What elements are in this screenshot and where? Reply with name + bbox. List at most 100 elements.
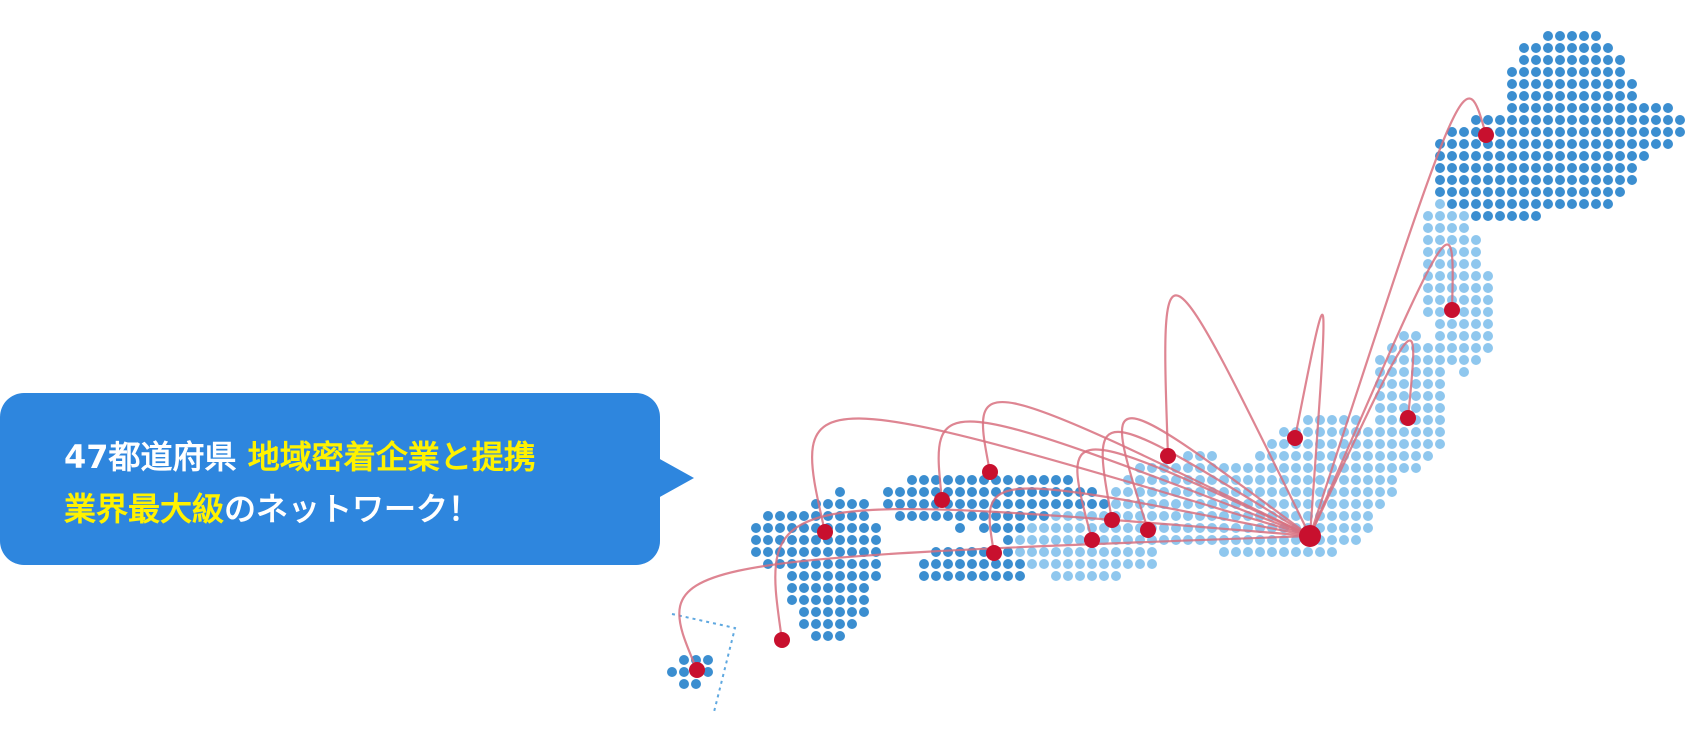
map-dot [1567,31,1577,41]
map-dot-grid [667,31,1685,689]
connection-arcs [678,97,1488,671]
map-dot [1303,439,1313,449]
map-dot [1063,559,1073,569]
map-dot [1039,547,1049,557]
map-dot [1447,211,1457,221]
map-dot [919,499,929,509]
map-dot [1411,391,1421,401]
map-dot [1471,331,1481,341]
map-dot [907,487,917,497]
map-dot [1003,523,1013,533]
map-dot [1663,127,1673,137]
map-dot [1027,547,1037,557]
map-dot [1483,151,1493,161]
map-dot [1231,535,1241,545]
map-dot [1471,139,1481,149]
map-dot [1339,535,1349,545]
map-dot [1243,535,1253,545]
map-dot [1435,187,1445,197]
map-dot [1351,523,1361,533]
map-dot [1615,103,1625,113]
map-dot [1459,295,1469,305]
map-dot [1447,343,1457,353]
map-dot [1363,439,1373,449]
map-dot [967,571,977,581]
okinawa-inset-border [671,613,737,713]
map-dot [1459,235,1469,245]
map-dot [1279,427,1289,437]
map-dot [1579,43,1589,53]
map-dot [1495,151,1505,161]
map-dot [799,547,809,557]
map-dot [1039,559,1049,569]
map-dot [1003,559,1013,569]
map-dot [1231,547,1241,557]
map-dot [871,571,881,581]
map-dot [1603,139,1613,149]
map-dot [1435,415,1445,425]
map-dot [1027,535,1037,545]
map-dot [1459,355,1469,365]
map-dot [1603,103,1613,113]
map-dot [1483,307,1493,317]
map-dot [1015,523,1025,533]
map-dot [1531,55,1541,65]
map-dot [1591,175,1601,185]
map-dot [835,559,845,569]
map-dot [1075,571,1085,581]
map-dot [1243,463,1253,473]
map-dot [1471,355,1481,365]
map-dot [955,511,965,521]
connection-arc [1308,97,1488,537]
map-dot [1483,199,1493,209]
map-dot [1363,487,1373,497]
map-dot [1087,547,1097,557]
map-dot [895,499,905,509]
map-dot [1579,115,1589,125]
map-dot [691,679,701,689]
map-dot [1531,151,1541,161]
map-dot [1423,295,1433,305]
map-dot [1663,115,1673,125]
map-dot [1447,187,1457,197]
map-dot [1639,151,1649,161]
map-dot [1387,379,1397,389]
map-dot [1363,463,1373,473]
branch-node-icon [774,632,790,648]
map-dot [1543,91,1553,101]
map-dot [1471,151,1481,161]
map-dot [1411,331,1421,341]
map-dot [1627,91,1637,101]
map-dot [1603,199,1613,209]
map-dot [1567,199,1577,209]
map-dot [1543,175,1553,185]
map-dot [1627,163,1637,173]
map-dot [811,595,821,605]
map-dot [1579,31,1589,41]
map-dot [787,547,797,557]
map-dot [919,487,929,497]
map-dot [1519,79,1529,89]
map-dot [823,607,833,617]
map-dot [1603,187,1613,197]
map-dot [1567,139,1577,149]
map-dot [1507,163,1517,173]
map-dot [1003,499,1013,509]
map-dot [1171,511,1181,521]
map-dot [1303,451,1313,461]
map-dot [835,535,845,545]
map-dot [955,523,965,533]
map-dot [1471,115,1481,125]
map-dot [1603,127,1613,137]
map-dot [1447,223,1457,233]
map-dot [1591,67,1601,77]
map-dot [1015,571,1025,581]
map-dot [1507,211,1517,221]
map-dot [1459,283,1469,293]
map-dot [835,487,845,497]
map-dot [1351,511,1361,521]
connection-arc [1076,448,1311,541]
network-callout: 47都道府県 地域密着企業と提携 業界最大級のネットワーク！ [0,393,660,565]
map-dot [1507,127,1517,137]
map-dot [1087,571,1097,581]
